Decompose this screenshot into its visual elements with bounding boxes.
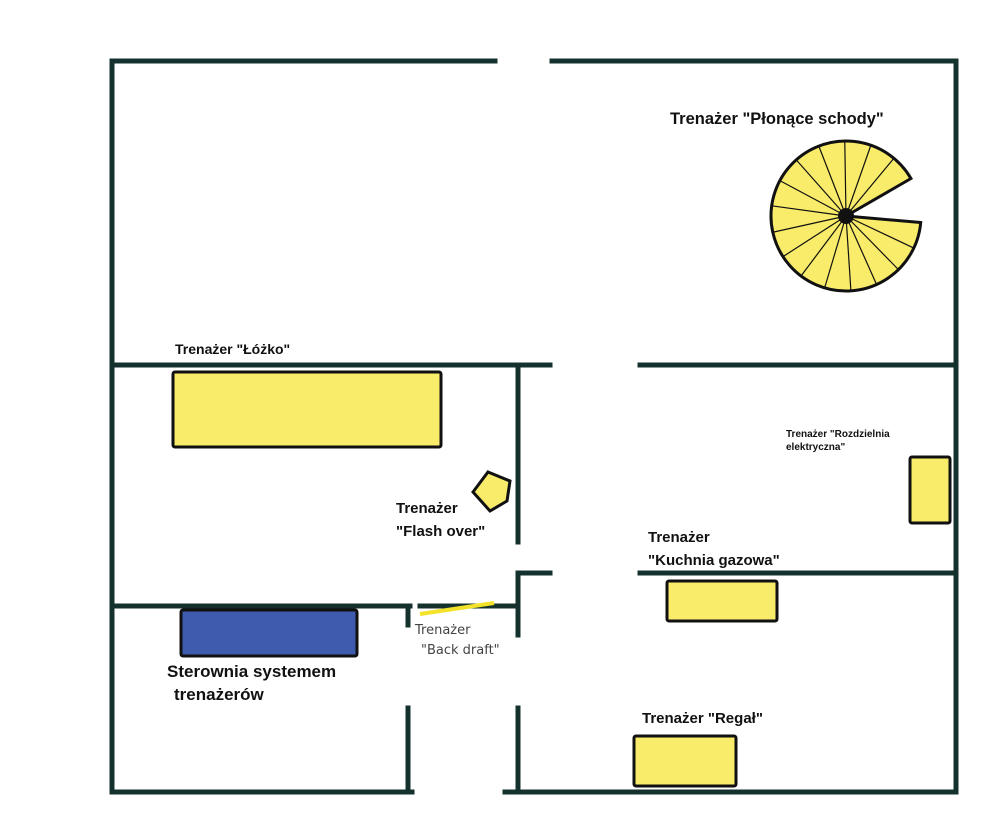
stair-step xyxy=(782,215,847,258)
bed-trainer xyxy=(171,370,443,449)
control-room-console xyxy=(179,608,359,658)
stair-step xyxy=(824,215,847,289)
stair-step xyxy=(845,145,872,217)
stair-step xyxy=(795,159,847,217)
walls xyxy=(109,58,959,795)
stair-step xyxy=(845,215,899,271)
spiral-stairs xyxy=(769,139,923,293)
stair-step xyxy=(818,145,847,217)
switchboard-label-line1: Trenażer "Rozdzielnia xyxy=(786,429,890,440)
stair-step xyxy=(844,141,847,217)
back-draft-trainer xyxy=(419,601,495,616)
spiral-stairs-center xyxy=(838,208,854,224)
bed-label: Trenażer "Łóżko" xyxy=(175,341,290,357)
backdraft-label-line1: Trenażer xyxy=(414,623,471,638)
kitchen-label-line1: Trenażer xyxy=(648,529,710,546)
stair-step xyxy=(779,180,847,217)
control-room-label-line2: trenażerów xyxy=(174,685,265,704)
stair-step xyxy=(845,215,852,291)
spiral-stairs-steps xyxy=(771,141,915,291)
switchboard-trainer xyxy=(908,455,952,525)
stair-step xyxy=(800,215,847,277)
stair-step xyxy=(845,215,915,249)
stair-step xyxy=(771,205,847,217)
shelf-trainer xyxy=(632,734,738,788)
stair-step xyxy=(845,215,878,285)
shelf-label: Trenażer "Regał" xyxy=(642,710,763,727)
kitchen-label-line2: "Kuchnia gazowa" xyxy=(648,552,780,569)
flashover-label-line1: Trenażer xyxy=(396,500,458,517)
switchboard-label-line2: elektryczna" xyxy=(786,442,845,453)
flashover-trainer xyxy=(471,470,512,513)
kitchen-trainer xyxy=(665,579,779,623)
backdraft-label-line2: "Back draft" xyxy=(421,643,500,658)
stairs-label: Trenażer "Płonące schody" xyxy=(670,110,884,128)
stair-step xyxy=(772,215,847,233)
flashover-label-line2: "Flash over" xyxy=(396,523,485,540)
control-room-label-line1: Sterownia systemem xyxy=(167,662,336,681)
stair-step xyxy=(845,157,895,217)
